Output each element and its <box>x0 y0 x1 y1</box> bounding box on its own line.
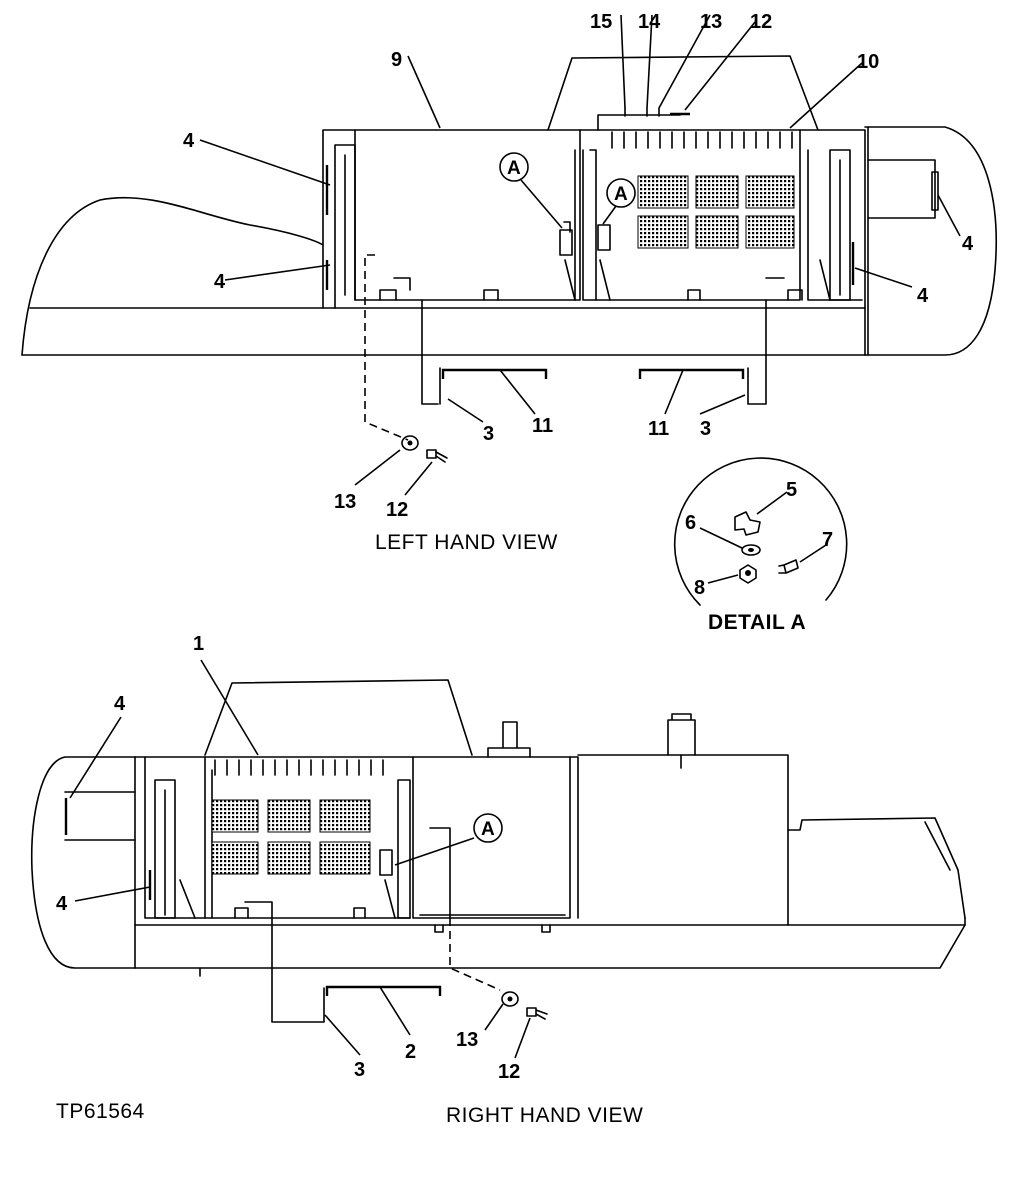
hood-bump <box>547 55 819 131</box>
grille <box>637 175 689 209</box>
callout-5: 5 <box>786 479 797 501</box>
callout-13: 13 <box>700 11 722 33</box>
detail-a-title: DETAIL A <box>708 611 806 634</box>
callout-2: 2 <box>405 1041 416 1063</box>
callout-11: 11 <box>648 418 669 440</box>
screw-7 <box>778 559 799 574</box>
door-10 <box>582 129 801 301</box>
left-hand-view <box>21 14 997 496</box>
figure-id: TP61564 <box>56 1100 145 1123</box>
rh-screw-12 <box>526 1007 548 1020</box>
callout-4: 4 <box>114 693 126 715</box>
callout-15: 15 <box>590 11 612 33</box>
rh-left-end <box>30 756 136 969</box>
washer-13 <box>401 435 419 451</box>
enclosure-frame <box>322 129 866 309</box>
callout-14: 14 <box>638 11 661 33</box>
callout-3: 3 <box>483 423 494 445</box>
detail-marker-a: A <box>507 158 521 179</box>
rh-washer-13 <box>501 991 519 1007</box>
louvers-top <box>611 131 793 149</box>
left-body-outline <box>21 196 324 356</box>
callout-13: 13 <box>334 491 356 513</box>
knob-5 <box>734 511 761 536</box>
callout-1: 1 <box>193 633 204 655</box>
callout-a-circle <box>499 152 529 182</box>
panel-11-left <box>441 368 548 379</box>
nut-8 <box>739 564 757 584</box>
callout-8: 8 <box>694 577 705 599</box>
callout-6: 6 <box>685 512 696 534</box>
left-hand-view-title: LEFT HAND VIEW <box>375 531 558 554</box>
detail-marker-a: A <box>481 819 495 840</box>
callout-12: 12 <box>498 1061 520 1083</box>
callout-7: 7 <box>822 529 833 551</box>
panel-11-right <box>638 368 745 379</box>
panel-2 <box>325 985 442 996</box>
callout-4: 4 <box>183 130 195 152</box>
right-end-cap <box>864 126 997 356</box>
callout-4: 4 <box>56 893 68 915</box>
callout-12: 12 <box>386 499 408 521</box>
callout-3: 3 <box>354 1059 365 1081</box>
detail-a-circle <box>673 457 848 606</box>
callout-13: 13 <box>456 1029 478 1051</box>
callout-labels: 15 14 13 12 9 10 4 4 4 4 3 11 11 3 13 12… <box>56 11 974 1127</box>
callout-9: 9 <box>391 49 402 71</box>
right-hand-view <box>30 659 966 1059</box>
callout-4: 4 <box>214 271 226 293</box>
washer-6 <box>741 544 761 556</box>
detail-marker-a: A <box>614 184 628 205</box>
callout-11: 11 <box>532 415 553 437</box>
callout-12: 12 <box>750 11 772 33</box>
callout-4: 4 <box>962 233 974 255</box>
detail-a <box>673 457 848 606</box>
callout-4: 4 <box>917 285 929 307</box>
callout-10: 10 <box>857 51 879 73</box>
callout-3: 3 <box>700 418 711 440</box>
door-9 <box>354 129 581 301</box>
screw-12 <box>426 449 448 463</box>
right-hand-view-title: RIGHT HAND VIEW <box>446 1104 643 1127</box>
